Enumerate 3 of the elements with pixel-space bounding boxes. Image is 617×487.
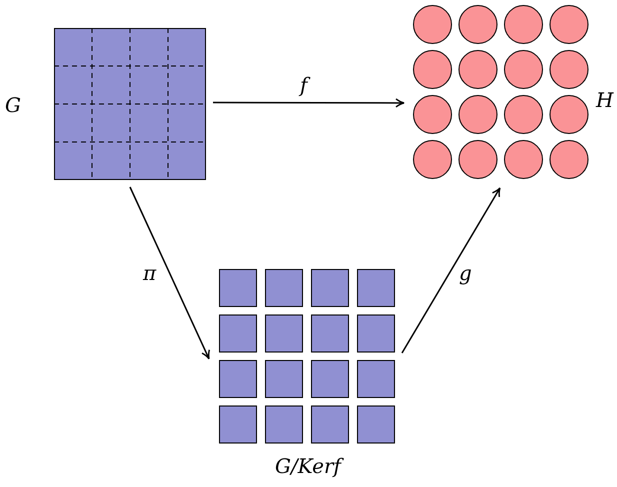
node-label: G (5, 94, 21, 116)
edge-label: f (298, 74, 310, 96)
node-label: H (596, 89, 614, 111)
